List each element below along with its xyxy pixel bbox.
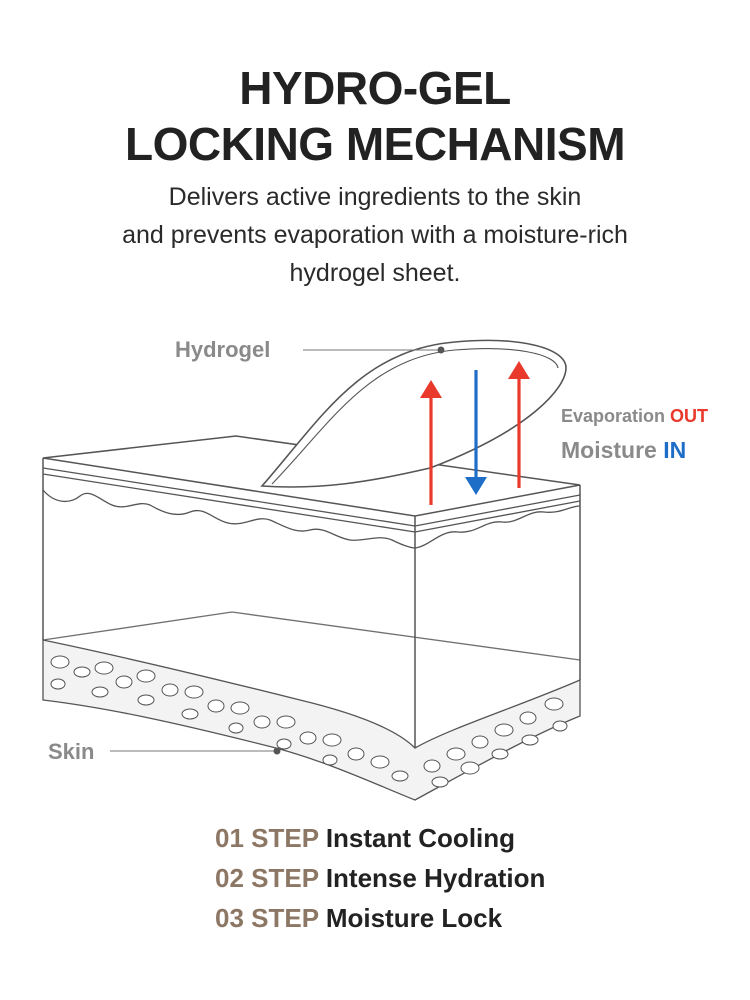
- step-number: 01 STEP: [215, 823, 319, 853]
- page-title-line-1: HYDRO-GEL: [239, 62, 511, 114]
- hydrogel-leader: [303, 346, 445, 354]
- page-title-line-2: LOCKING MECHANISM: [124, 118, 626, 170]
- step-item-2: 02 STEP Intense Hydration: [215, 858, 545, 898]
- hydrogel-sheet-inner-edge: [271, 348, 559, 485]
- evaporation-out-label: Evaporation OUT: [561, 406, 708, 426]
- skin-leader: [110, 747, 281, 755]
- steps-list: 01 STEP Instant Cooling 02 STEP Intense …: [215, 818, 545, 938]
- step-number: 03 STEP: [215, 903, 319, 933]
- moisture-label: Moisture: [561, 437, 657, 463]
- subcutaneous-layer: [42, 639, 581, 801]
- step-item-3: 03 STEP Moisture Lock: [215, 898, 545, 938]
- subtitle-line-1: Delivers active ingredients to the skin: [168, 183, 582, 211]
- hydrogel-label: Hydrogel: [175, 337, 270, 362]
- cobblestone-cells: [50, 655, 568, 788]
- epidermis-wave-line: [42, 489, 416, 549]
- skin-label: Skin: [48, 739, 94, 764]
- subtitle-line-2: and prevents evaporation with a moisture…: [122, 221, 628, 249]
- evaporation-label: Evaporation: [561, 406, 665, 426]
- moisture-in-arrow: [465, 370, 487, 495]
- in-label: IN: [663, 437, 686, 463]
- step-text: Instant Cooling: [325, 823, 516, 853]
- evaporation-out-arrow-left: [420, 380, 442, 505]
- out-label: OUT: [670, 406, 708, 426]
- step-number: 02 STEP: [215, 863, 319, 893]
- skin-block-back-lines: [42, 611, 581, 661]
- evaporation-out-arrow-right: [508, 361, 530, 488]
- subtitle-line-3: hydrogel sheet.: [289, 259, 461, 287]
- moisture-in-label: Moisture IN: [561, 437, 686, 463]
- hydrogel-skin-diagram: Hydrogel Skin Evaporation OUT Moisture I…: [42, 337, 708, 801]
- step-item-1: 01 STEP Instant Cooling: [215, 818, 545, 858]
- step-text: Moisture Lock: [325, 903, 503, 933]
- step-text: Intense Hydration: [325, 863, 546, 893]
- epidermis-wave-line-right: [414, 505, 581, 549]
- hydrogel-sheet: [260, 339, 567, 488]
